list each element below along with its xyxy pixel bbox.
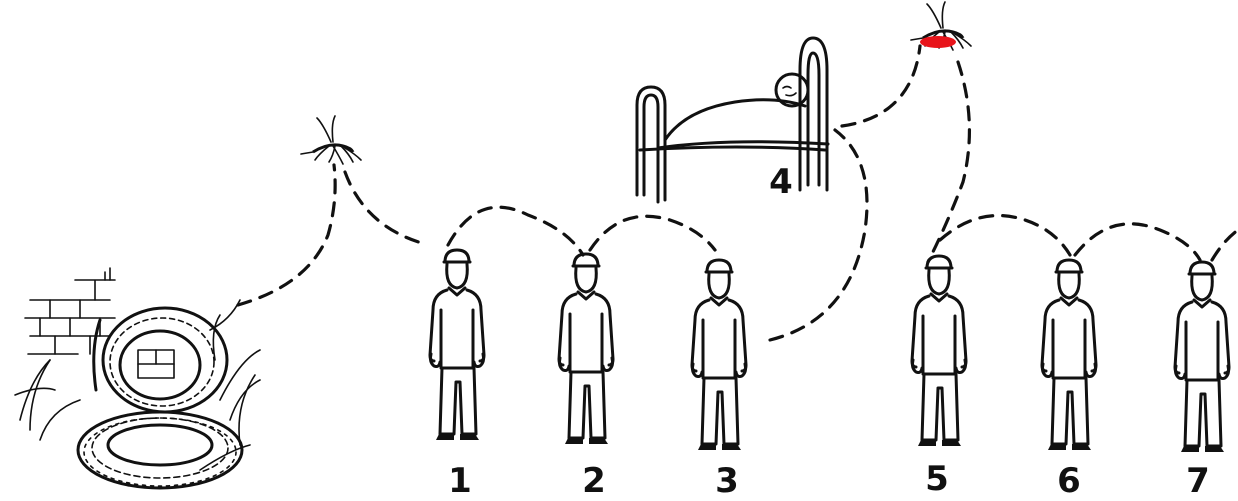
path-3-to-patient: [768, 128, 869, 342]
person-1: [428, 248, 486, 442]
path-7-onward: [1210, 228, 1238, 262]
path-patient-to-mosquito: [840, 44, 922, 128]
path-mosquito-to-person-1: [343, 170, 427, 246]
label-person-3: 3: [715, 461, 739, 501]
path-2-to-3: [588, 214, 717, 252]
label-person-6: 6: [1057, 461, 1081, 501]
person-7: [1173, 260, 1231, 454]
mosquito-icon: [299, 114, 363, 166]
path-mosquito-to-person-5: [926, 60, 972, 264]
person-5: [910, 254, 968, 448]
path-6-to-7: [1073, 222, 1202, 262]
brick-wall: [24, 267, 116, 355]
blood-fed-mosquito-icon: [909, 0, 973, 52]
grass: [14, 299, 261, 471]
person-2: [557, 252, 615, 446]
tire-pile-icon: [14, 267, 261, 490]
label-person-1: 1: [448, 461, 472, 501]
label-patient: 4: [769, 162, 793, 202]
person-6: [1040, 258, 1098, 452]
label-person-2: 2: [582, 461, 606, 501]
path-1-to-2: [446, 205, 585, 257]
path-tire-to-mosquito: [236, 163, 337, 307]
label-person-7: 7: [1186, 461, 1210, 501]
person-3: [690, 258, 748, 452]
label-person-5: 5: [925, 459, 949, 499]
flight-paths: [236, 44, 1238, 342]
path-5-to-6: [938, 213, 1072, 257]
bed-patient-icon: [635, 36, 830, 204]
